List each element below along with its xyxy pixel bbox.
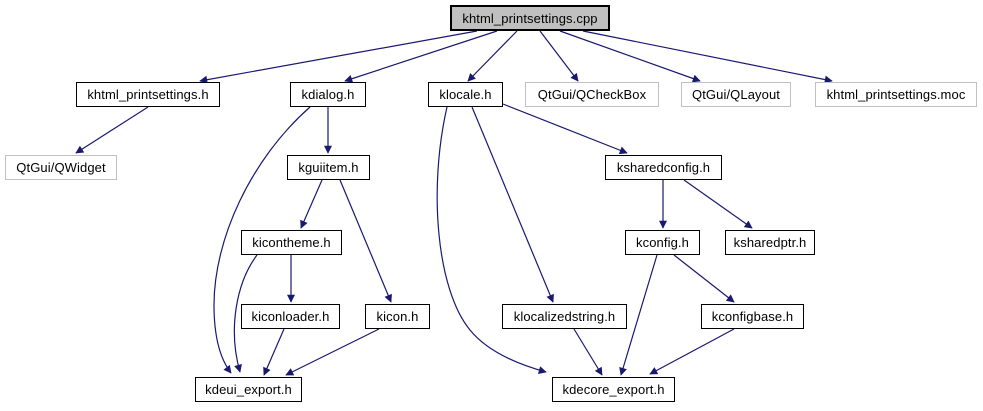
node-kconfig_h[interactable]: kconfig.h	[625, 230, 700, 255]
edge-kiconloader_h-to-kdeui_export_h	[263, 328, 285, 376]
edge-kicon_h-to-kdeui_export_h	[285, 328, 380, 376]
node-ksharedconfig_h[interactable]: ksharedconfig.h	[605, 155, 722, 180]
edge-kconfig_h-to-kdecore_export_h	[619, 254, 658, 376]
edge-khtml_printsettings_h-to-qtgui_qwidget	[75, 106, 149, 154]
edge-kguiitem_h-to-kicontheme_h	[300, 179, 323, 229]
edge-kguiitem_h-to-kicon_h	[339, 179, 392, 303]
node-khtml_printsettings_h[interactable]: khtml_printsettings.h	[76, 82, 220, 107]
node-kicon_h[interactable]: kicon.h	[365, 304, 430, 329]
node-klocalizedstring_h[interactable]: klocalizedstring.h	[502, 304, 627, 329]
node-kdeui_export_h[interactable]: kdeui_export.h	[195, 377, 302, 402]
edge-klocale_h-to-ksharedconfig_h	[502, 103, 628, 155]
edge-khtml_printsettings_cpp-to-qtgui_qlayout	[559, 30, 701, 83]
node-kdialog_h[interactable]: kdialog.h	[290, 82, 366, 107]
node-qtgui_qcheckbox: QtGui/QCheckBox	[525, 82, 659, 107]
node-kiconloader_h[interactable]: kiconloader.h	[241, 304, 340, 329]
edge-kicontheme_h-to-kdeui_export_h	[233, 254, 258, 373]
edge-ksharedconfig_h-to-ksharedptr_h	[683, 179, 753, 229]
edge-khtml_printsettings_cpp-to-klocale_h	[467, 30, 518, 82]
node-kguiitem_h[interactable]: kguiitem.h	[287, 155, 370, 180]
edge-klocale_h-to-klocalizedstring_h	[471, 106, 554, 303]
edge-khtml_printsettings_cpp-to-qtgui_qcheckbox	[539, 30, 579, 82]
edge-kdialog_h-to-kdeui_export_h	[213, 106, 311, 374]
edge-klocalizedstring_h-to-kdecore_export_h	[573, 328, 603, 376]
edge-klocale_h-to-kdecore_export_h	[436, 106, 547, 374]
node-qtgui_qlayout: QtGui/QLayout	[681, 82, 791, 107]
edge-khtml_printsettings_cpp-to-khtml_printsettings_h	[199, 30, 478, 84]
node-khtml_printsettings_cpp: khtml_printsettings.cpp	[450, 5, 610, 31]
edge-kconfig_h-to-kconfigbase_h	[673, 254, 735, 303]
edge-kconfigbase_h-to-kdecore_export_h	[649, 328, 735, 375]
node-kdecore_export_h[interactable]: kdecore_export.h	[552, 377, 675, 402]
node-qtgui_qwidget: QtGui/QWidget	[5, 155, 117, 180]
node-kconfigbase_h[interactable]: kconfigbase.h	[701, 304, 804, 329]
edge-khtml_printsettings_cpp-to-kdialog_h	[344, 30, 498, 83]
node-klocale_h[interactable]: klocale.h	[428, 82, 503, 107]
node-khtml_printsettings_moc: khtml_printsettings.moc	[815, 82, 977, 107]
node-kicontheme_h[interactable]: kicontheme.h	[241, 230, 342, 255]
edge-khtml_printsettings_cpp-to-khtml_printsettings_moc	[582, 30, 833, 84]
node-ksharedptr_h[interactable]: ksharedptr.h	[725, 230, 815, 255]
